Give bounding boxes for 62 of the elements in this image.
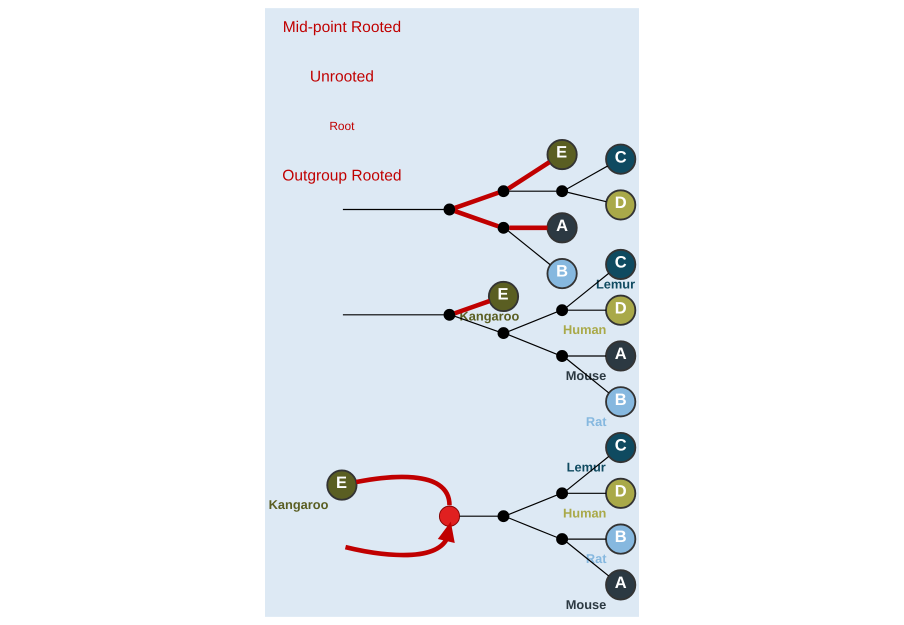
connector	[509, 226, 548, 230]
node-circle: A	[605, 569, 636, 600]
node-circle	[438, 506, 460, 527]
node-circle: E	[326, 470, 358, 501]
label: Root	[329, 119, 354, 134]
connector	[460, 516, 498, 517]
node-circle	[498, 185, 510, 198]
connector	[454, 316, 498, 332]
node-circle	[556, 304, 568, 316]
node-circle: C	[605, 144, 636, 175]
connector	[566, 165, 608, 190]
connector	[508, 494, 557, 515]
node-circle: C	[605, 432, 636, 464]
node-circle: D	[605, 478, 636, 509]
node-circle	[556, 350, 568, 362]
node-circle: A	[546, 212, 578, 244]
node-label: Human	[563, 322, 606, 338]
connector	[568, 192, 606, 202]
connector	[342, 314, 444, 316]
node-circle	[498, 327, 510, 340]
label: Mid-point Rooted	[282, 18, 402, 36]
node-circle: E	[488, 280, 520, 312]
arrow	[344, 522, 455, 558]
connector	[454, 208, 499, 228]
node-circle: D	[605, 294, 636, 326]
connector	[566, 272, 610, 308]
node-label: Mouse	[566, 596, 606, 612]
node-circle: B	[605, 386, 636, 418]
connector	[568, 492, 606, 494]
node-label: Kangaroo	[268, 497, 328, 512]
node-circle: E	[546, 139, 578, 170]
connector	[356, 474, 452, 506]
connector	[342, 208, 444, 210]
node-circle: B	[605, 524, 636, 555]
connector	[508, 230, 550, 266]
connector	[568, 355, 606, 357]
connector	[566, 542, 610, 576]
node-circle: C	[605, 248, 636, 280]
connector	[568, 538, 606, 540]
connector	[454, 298, 490, 316]
connector	[507, 160, 551, 190]
connector	[508, 334, 557, 355]
node-circle	[444, 204, 456, 216]
label: Outgroup Rooted	[282, 167, 402, 184]
node-label: Human	[563, 505, 606, 520]
connector	[508, 312, 557, 332]
connector	[454, 190, 499, 210]
node-circle: D	[605, 189, 636, 220]
node-circle	[498, 222, 510, 234]
node-label: Rat	[586, 414, 607, 429]
node-label: Rat	[586, 551, 607, 566]
node-circle	[444, 308, 456, 321]
node-circle	[556, 533, 568, 546]
connector	[509, 190, 556, 192]
node-circle: B	[546, 258, 578, 290]
connector	[568, 310, 606, 311]
node-circle	[498, 510, 510, 522]
label: Unrooted	[310, 68, 374, 86]
node-circle	[556, 487, 568, 500]
connector	[508, 517, 557, 538]
node-circle: A	[605, 340, 636, 372]
node-circle	[556, 185, 568, 198]
